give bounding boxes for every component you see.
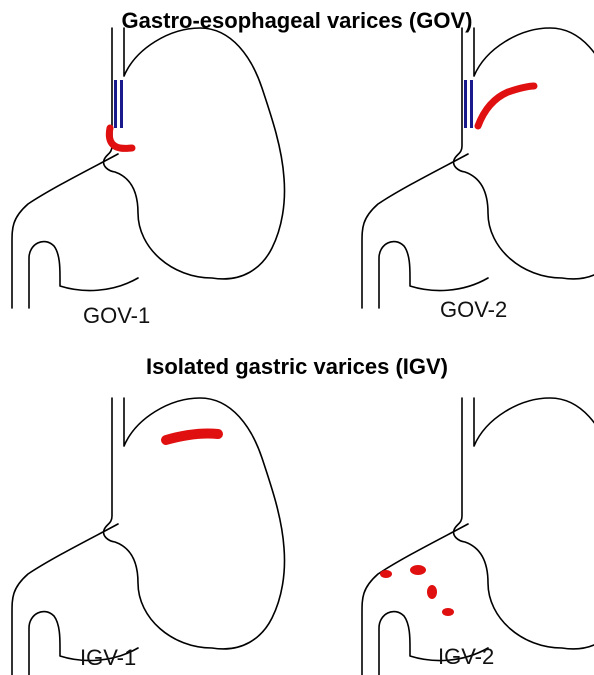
- stomach-igv-1: [12, 398, 285, 675]
- varix-ectopic: [427, 585, 437, 599]
- esophageal-varix: [114, 80, 117, 128]
- varix-ectopic: [410, 565, 426, 575]
- panel-label-gov-1: GOV-1: [83, 303, 150, 329]
- varix-ectopic: [380, 570, 392, 578]
- esophageal-varix: [464, 80, 467, 128]
- esophageal-varix: [120, 80, 123, 128]
- panel-label-igv-1: IGV-1: [80, 645, 136, 671]
- esophageal-varix: [470, 80, 473, 128]
- varix-lesser-curvature: [478, 86, 534, 126]
- varix-ectopic: [442, 608, 454, 616]
- panel-label-gov-2: GOV-2: [440, 297, 507, 323]
- stomach-gov-1: [12, 28, 285, 308]
- stomach-gov-2: [362, 28, 594, 308]
- stomach-igv-2: [362, 398, 594, 675]
- varix-cardia: [109, 128, 132, 148]
- varix-fundus: [166, 433, 218, 440]
- panel-label-igv-2: IGV-2: [438, 644, 494, 670]
